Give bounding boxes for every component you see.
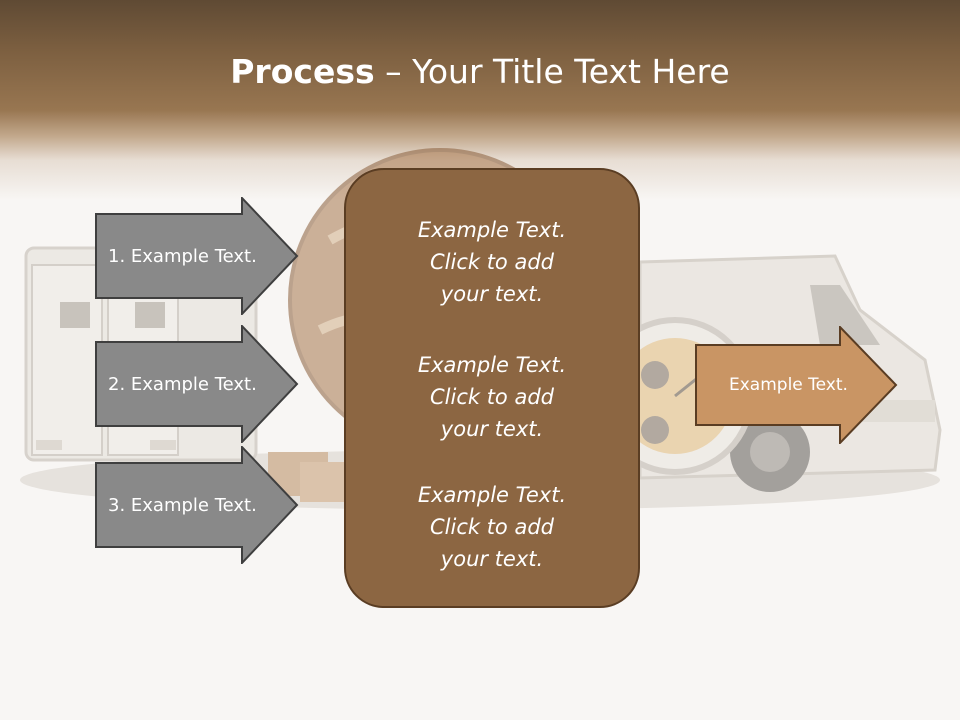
- block-line: Example Text.: [417, 218, 567, 242]
- right-arrow-label: Example Text.: [729, 375, 848, 395]
- block-line: Click to add: [429, 385, 554, 409]
- left-arrow-2-label: 2. Example Text.: [108, 373, 257, 395]
- slide-title: Process – Your Title Text Here: [0, 52, 960, 91]
- title-bold-part: Process: [230, 52, 375, 91]
- left-arrow-3-label: 3. Example Text.: [108, 494, 257, 516]
- center-text-block-1: Example Text. Click to add your text.: [346, 214, 638, 310]
- title-rest-part: – Your Title Text Here: [374, 52, 730, 91]
- block-line: your text.: [440, 547, 544, 571]
- block-line: Click to add: [429, 515, 554, 539]
- left-arrow-1-label: 1. Example Text.: [108, 245, 257, 267]
- right-arrow[interactable]: Example Text.: [695, 326, 901, 444]
- block-line: your text.: [440, 417, 544, 441]
- arrow-shape: [95, 325, 299, 443]
- arrow-shape: [95, 446, 299, 564]
- block-line: Example Text.: [417, 483, 567, 507]
- arrow-shape: [695, 326, 898, 444]
- left-arrow-1[interactable]: 1. Example Text.: [95, 197, 301, 315]
- center-text-block-2: Example Text. Click to add your text.: [346, 349, 638, 445]
- left-arrow-3[interactable]: 3. Example Text.: [95, 446, 301, 564]
- block-line: Click to add: [429, 250, 554, 274]
- arrow-shape: [95, 197, 299, 315]
- left-arrow-2[interactable]: 2. Example Text.: [95, 325, 301, 443]
- block-line: your text.: [440, 282, 544, 306]
- center-text-block-3: Example Text. Click to add your text.: [346, 479, 638, 575]
- center-text-box[interactable]: Example Text. Click to add your text. Ex…: [344, 168, 640, 608]
- block-line: Example Text.: [417, 353, 567, 377]
